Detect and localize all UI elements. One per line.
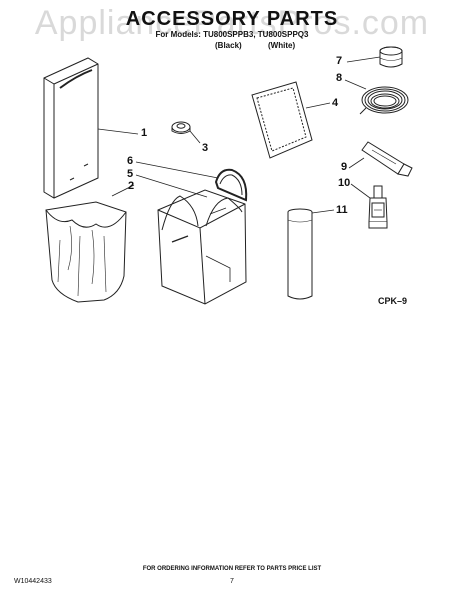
callout-7: 7 [336,55,343,67]
door-panel-part [43,57,99,199]
callout-11: 11 [336,204,348,216]
callout-6: 6 [127,155,134,167]
callout-8: 8 [336,72,343,84]
document-number: W10442433 [14,578,52,585]
spray-bottle-part [368,185,388,229]
callout-4: 4 [332,97,339,109]
coiled-tubing-part [359,86,409,115]
callout-5: 5 [127,168,134,180]
bag-container-part [157,189,247,305]
callout-3: 3 [202,142,209,154]
bumper-part [171,121,191,134]
tube-part [361,141,413,177]
leader-lines [97,56,381,214]
gasket-sheet-part [251,81,313,159]
page-number: 7 [230,578,234,585]
diagram-code: CPK–9 [378,296,408,306]
model-numbers: For Models: TU800SPPB3, TU800SPPQ3 [155,30,309,39]
trash-bag-part [45,201,127,303]
watermark-text: AppliancePartsPros.com [34,4,430,42]
callout-1: 1 [141,127,148,139]
aerosol-can-part [287,208,313,300]
color-label-white: (White) [268,41,296,50]
bag-retainer-part [214,168,248,202]
color-label-black: (Black) [215,41,242,50]
callout-9: 9 [341,161,348,173]
callout-10: 10 [338,177,351,189]
callout-2: 2 [128,180,135,192]
jar-part [379,46,403,68]
ordering-note: FOR ORDERING INFORMATION REFER TO PARTS … [142,566,322,572]
page-title: ACCESSORY PARTS [125,8,339,30]
